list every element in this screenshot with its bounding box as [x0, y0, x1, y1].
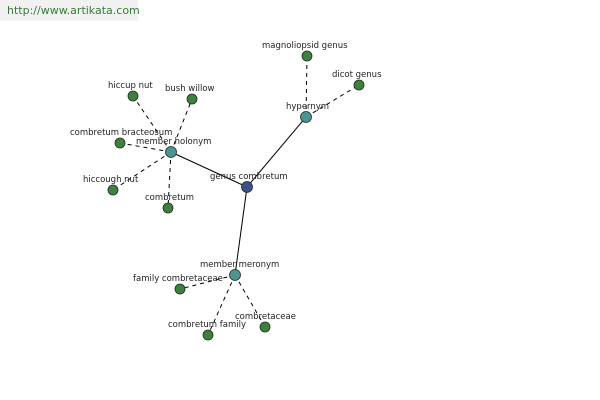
leaf-label-magnoliopsid-genus[interactable]: magnoliopsid genus [262, 41, 348, 51]
leaf-node-hiccup-nut[interactable] [127, 90, 139, 102]
leaf-node-dicot-genus[interactable] [353, 79, 365, 91]
leaf-node-magnoliopsid-genus[interactable] [301, 50, 313, 62]
relation-node-hypernym[interactable] [300, 111, 312, 123]
edge-root-member-meronym [234, 186, 248, 276]
edge-member-holonym-combretum [167, 151, 172, 209]
edge-member-holonym-bush-willow [170, 98, 193, 153]
relation-node-member-holonym[interactable] [165, 146, 177, 158]
leaf-label-combretum[interactable]: combretum [145, 193, 194, 203]
edge-member-meronym-combretaceae [234, 274, 266, 328]
leaf-label-bush-willow[interactable]: bush willow [165, 84, 215, 94]
edge-root-hypernym [246, 116, 307, 188]
graph-labels: hiccup nut bush willow combretum bracteosu… [70, 41, 382, 330]
leaf-label-dicot-genus[interactable]: dicot genus [332, 70, 382, 80]
root-node-genus-combretum[interactable] [241, 181, 253, 193]
relation-label-member-holonym[interactable]: member holonym [136, 137, 211, 147]
relation-label-member-meronym[interactable]: member meronym [200, 260, 279, 270]
leaf-label-hiccough-nut[interactable]: hiccough nut [83, 175, 139, 185]
root-label-genus-combretum[interactable]: genus combretum [210, 172, 288, 182]
edge-hypernym-magnoliopsid-genus [305, 55, 308, 118]
edge-root-member-holonym [170, 151, 248, 188]
relation-label-hypernym[interactable]: hypernym [286, 102, 329, 112]
edge-member-holonym-hiccough-nut [112, 151, 172, 191]
leaf-label-family-combretaceae[interactable]: family combretaceae [133, 274, 223, 284]
leaf-node-combretum-family[interactable] [202, 329, 214, 341]
leaf-node-combretaceae[interactable] [259, 321, 271, 333]
leaf-node-hiccough-nut[interactable] [107, 184, 119, 196]
leaf-label-hiccup-nut[interactable]: hiccup nut [108, 81, 153, 91]
leaf-node-combretum-bracteosum[interactable] [114, 137, 126, 149]
leaf-label-combretum-family[interactable]: combretum family [168, 320, 246, 330]
leaf-node-combretum[interactable] [162, 202, 174, 214]
relation-node-member-meronym[interactable] [229, 269, 241, 281]
source-banner: http://www.artikata.com [0, 0, 140, 21]
leaf-label-combretaceae[interactable]: combretaceae [235, 312, 296, 322]
leaf-node-family-combretaceae[interactable] [174, 283, 186, 295]
graph-edges [112, 55, 360, 336]
leaf-label-combretum-bracteosum[interactable]: combretum bracteosum [70, 128, 172, 138]
edge-member-meronym-combretum-family [207, 274, 236, 336]
edge-member-holonym-hiccup-nut [132, 95, 172, 153]
edge-member-meronym-family-combretaceae [179, 274, 236, 290]
edge-member-holonym-combretum-bracteosum [119, 142, 172, 153]
graph-nodes [107, 50, 365, 341]
source-url-link[interactable]: http://www.artikata.com [7, 4, 140, 17]
edge-hypernym-dicot-genus [305, 84, 360, 118]
leaf-node-bush-willow[interactable] [186, 93, 198, 105]
